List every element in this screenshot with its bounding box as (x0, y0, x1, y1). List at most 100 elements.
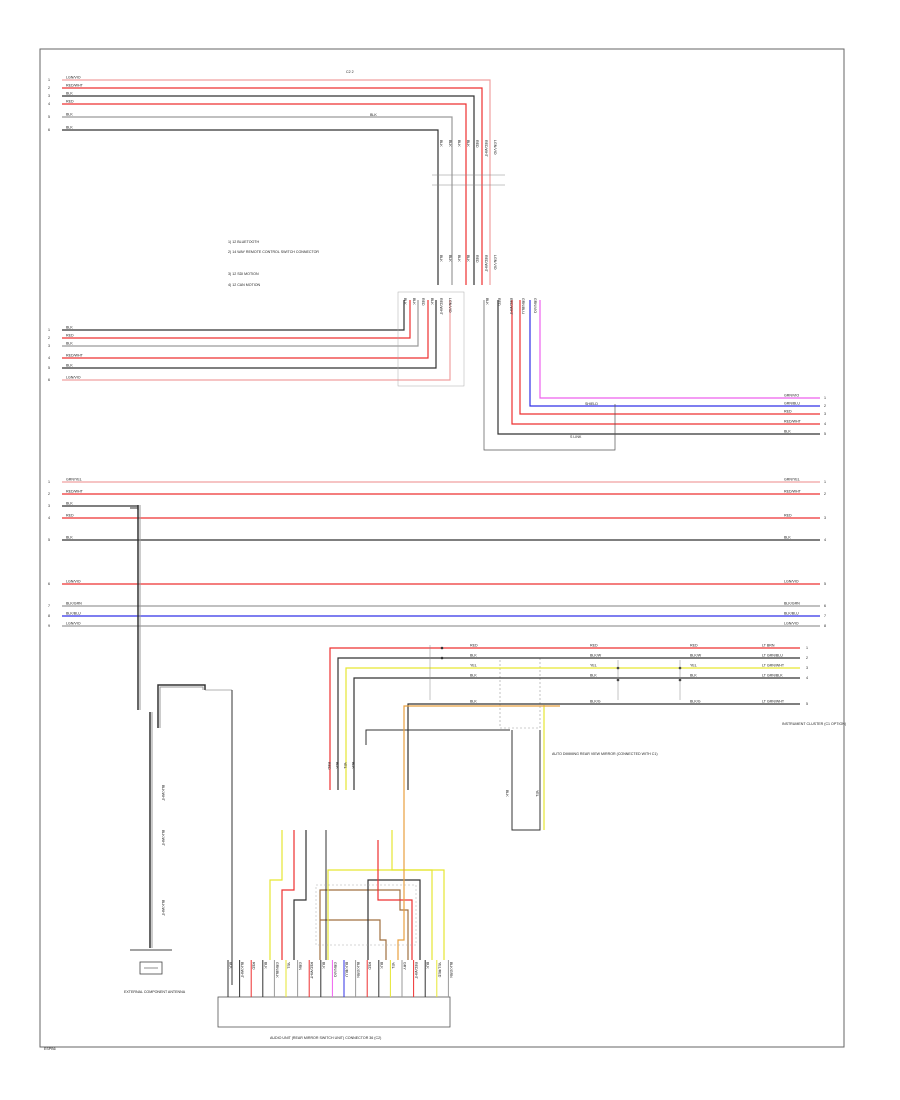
bus-wire (62, 116, 453, 285)
harness-wire (397, 790, 405, 960)
vertical-label: RED/WHT (509, 298, 513, 316)
wire-label: RED (66, 334, 74, 338)
wire-label: LT GRN/WHT (762, 700, 785, 704)
bus-wire (62, 505, 139, 510)
wire-label-left: BLK (66, 536, 73, 540)
legend-item-4: 4) 12 CAN MOTION (228, 283, 261, 287)
bus-wire (62, 87, 483, 285)
wire-tag: BLK/W (590, 654, 602, 658)
pin-number: 1 (48, 328, 50, 332)
wire-label: BLK (66, 113, 73, 117)
pin-number-left: 7 (48, 604, 50, 608)
vertical-label: BLK (448, 255, 452, 262)
top-marker: C2 2 (346, 70, 354, 74)
antenna-wire-label-2: BLK/WHT (161, 830, 165, 847)
vertical-label: BLK (505, 790, 509, 797)
vertical-label: RED (475, 140, 479, 148)
pin-number: 3 (824, 412, 826, 416)
vertical-label: RED (475, 255, 479, 263)
pin-number: 6 (48, 378, 50, 382)
wire-label-left: RED/WHT (66, 490, 84, 494)
wire-label-left: GRN/YEL (66, 478, 82, 482)
wire-label-left: BLK/GRN (66, 602, 82, 606)
audio-unit-module: AUDIO UNIT (REAR MIRROR SWITCH UNIT) CON… (217, 996, 451, 1040)
module-label: AUDIO UNIT (REAR MIRROR SWITCH UNIT) CON… (270, 1036, 381, 1040)
harness-wire (327, 869, 433, 960)
orange-wire (403, 705, 560, 790)
bus-wire (62, 95, 475, 285)
bus-wire (62, 300, 437, 369)
module-pin-label: GRN (298, 962, 302, 970)
wire-label: RED (784, 410, 792, 414)
bus-wire (62, 129, 439, 285)
pin-number-right: 8 (824, 624, 826, 628)
wire-tag: YEL (470, 664, 477, 668)
bus-wire (511, 300, 820, 425)
harness-wire (377, 840, 413, 960)
wire-tag: BLK (370, 113, 377, 117)
wire-label: RED/WHT (66, 354, 84, 358)
harness-wire (391, 830, 445, 960)
wire-label: LT GRN/BLK (762, 674, 783, 678)
vertical-label: RED (497, 298, 501, 306)
wire-label: RED/WHT (66, 84, 84, 88)
module-pin-label: GRY (403, 962, 407, 970)
pin-number-right: 6 (824, 604, 826, 608)
pin-number-left: 3 (48, 504, 50, 508)
module-pin-label: BLK (229, 962, 233, 969)
legend-item-1: 1) 12 BLUETOOTH (228, 240, 259, 244)
bus-wire (62, 300, 411, 339)
top-left-bus: LGN/VIO1RED/WHT2BLK3RED4BLK5BLK6BLKBLKBL… (48, 76, 505, 285)
wire-label-left: BLK/BLU (66, 612, 81, 616)
pin-number: 3 (806, 666, 808, 670)
vertical-label: RED/WHT (484, 255, 488, 273)
connector-label: INSTRUMENT CLUSTER (C1 OPTION) (782, 722, 846, 726)
pin-number: 6 (48, 128, 50, 132)
antenna-symbol (139, 961, 163, 975)
module-pin-label: YEL (391, 962, 395, 969)
wire-label: RED/WHT (784, 420, 802, 424)
long-bus: GRN/YEL1GRN/YEL1RED/WHT2RED/WHT2BLK3RED4… (48, 478, 826, 629)
wire-label: BLK (66, 364, 73, 368)
bus-wire (62, 103, 467, 285)
wire-tag: RED (590, 644, 598, 648)
wire-label: GRN/BLU (784, 402, 800, 406)
wire-label-left: RED (66, 514, 74, 518)
wire-label-right: BLK (784, 536, 791, 540)
splice-dot (440, 656, 444, 660)
module-pin-label: RED (252, 962, 256, 970)
connector-box (397, 291, 465, 387)
pin-number: 3 (48, 344, 50, 348)
bus-wire (345, 667, 800, 790)
module-pin-label: RED/WHT (310, 962, 314, 980)
pin-number-left: 5 (48, 538, 50, 542)
bus-wire (519, 300, 820, 415)
module-pin-label: BLK/GRN (449, 962, 453, 978)
pin-number: 1 (48, 78, 50, 82)
module-pin-label: GRN/BLK (275, 962, 279, 978)
wire-label: BLK (66, 326, 73, 330)
bus-wire (337, 657, 800, 790)
pin-number-left: 2 (48, 492, 50, 496)
pin-number: 5 (48, 366, 50, 370)
module-pin-label: GRN/VIO (333, 962, 337, 977)
wire-tag: BLK (470, 674, 477, 678)
module-pin-label: BLK (379, 962, 383, 969)
vertical-label: LGN/VIO (448, 298, 452, 313)
harness-wire (281, 830, 295, 960)
vertical-label: BLK (403, 298, 407, 305)
vertical-label: BLK (430, 298, 434, 305)
inline-label: SHIELD (585, 402, 598, 406)
pin-number: 2 (48, 86, 50, 90)
shield-loop (483, 300, 616, 451)
bus-wire (407, 703, 800, 790)
module-pin-label: RED/WHT (414, 962, 418, 980)
wire-label-left: BLK (66, 502, 73, 506)
pin-number-right: 4 (824, 538, 826, 542)
wire-label: LT GRN/WHT (762, 664, 785, 668)
bus-wire (62, 79, 491, 285)
module-pin-label: YEL/RED (437, 962, 441, 978)
